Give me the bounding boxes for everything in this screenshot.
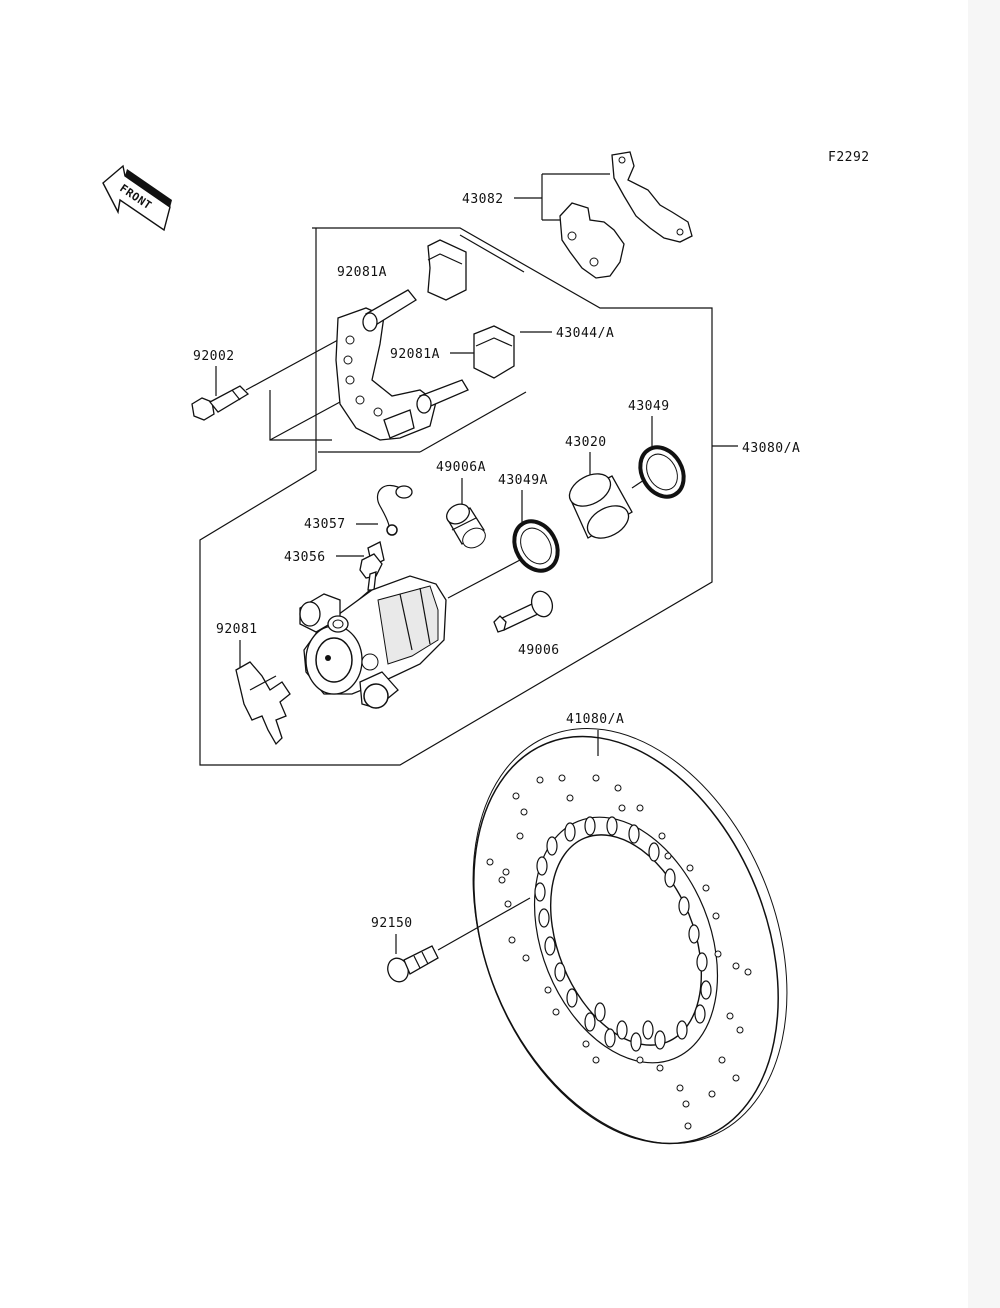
- brake-pad-inner: [559, 202, 625, 279]
- bracket-outline: [269, 390, 332, 441]
- bleeder-cap: [376, 484, 413, 536]
- disc-bolt: [387, 945, 439, 983]
- caliper-piston: [568, 473, 633, 539]
- piston-seal-ring: [638, 445, 686, 499]
- label-43082: 43082: [462, 192, 504, 207]
- label-92081: 92081: [216, 622, 258, 637]
- disc-vent-holes: [486, 774, 752, 1130]
- bracket-outline-diag: [419, 391, 527, 453]
- caliper-assembly-outline: [199, 227, 713, 766]
- label-43020: 43020: [565, 435, 607, 450]
- label-49006A: 49006A: [436, 460, 486, 475]
- label-43044A: 43044/A: [556, 326, 614, 341]
- bracket-bolt: [191, 385, 250, 421]
- label-92081A-mid: 92081A: [390, 347, 440, 362]
- slide-pin: [493, 590, 554, 633]
- label-92150: 92150: [371, 916, 413, 931]
- label-41080A: 41080/A: [566, 712, 624, 727]
- label-43080A: 43080/A: [742, 441, 800, 456]
- brake-pad-outer: [611, 151, 693, 243]
- outline-inner-line: [459, 234, 525, 273]
- pin-boot: [446, 503, 486, 549]
- caliper-bracket: [335, 289, 469, 441]
- dust-seal-ring: [512, 519, 560, 573]
- brake-disc: [472, 727, 788, 1145]
- pad-spring: [235, 661, 291, 746]
- page-edge-strip: [968, 0, 1000, 1308]
- disc-mounting-holes: [534, 816, 712, 1052]
- pad-spring-clip-lower: [473, 325, 515, 379]
- bleeder-valve: [359, 541, 385, 591]
- figure-code: F2292: [828, 150, 870, 165]
- label-43057: 43057: [304, 517, 346, 532]
- label-43049A: 43049A: [498, 473, 548, 488]
- label-43056: 43056: [284, 550, 326, 565]
- label-43049: 43049: [628, 399, 670, 414]
- caliper-body: [299, 575, 447, 709]
- front-arrow-icon: FRONT: [102, 164, 172, 232]
- label-92081A-top: 92081A: [337, 265, 387, 280]
- label-49006: 49006: [518, 643, 560, 658]
- pad-spring-clip-upper: [427, 239, 467, 301]
- label-92002: 92002: [193, 349, 235, 364]
